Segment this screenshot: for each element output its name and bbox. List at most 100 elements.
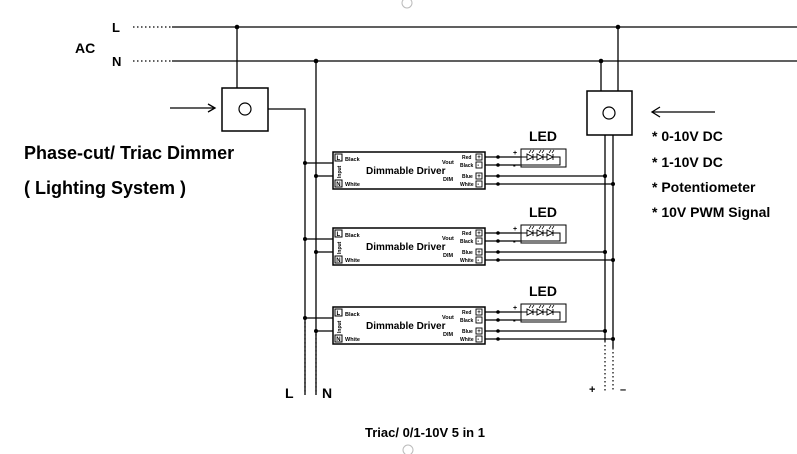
driver-output-terminal bbox=[475, 335, 483, 343]
driver-l-terminal bbox=[334, 153, 343, 162]
junction-dot bbox=[496, 163, 500, 167]
driver-output-terminal bbox=[475, 327, 483, 335]
driver-name: Dimmable Driver bbox=[366, 242, 446, 253]
driver-n-wire-label: White bbox=[345, 258, 360, 264]
dimmer-knob-icon bbox=[238, 102, 252, 116]
dimmable-driver-box bbox=[332, 227, 486, 266]
bottom-minus-label: – bbox=[620, 384, 626, 396]
driver-output-terminal-sign: + bbox=[477, 174, 481, 180]
led-light-ray bbox=[531, 304, 535, 309]
led-diode-icon bbox=[526, 153, 535, 161]
driver-n-terminal-label: N bbox=[336, 182, 340, 188]
driver-output-terminal-sign: + bbox=[477, 250, 481, 256]
led-light-ray bbox=[551, 149, 555, 154]
led-light-ray bbox=[548, 149, 552, 154]
junction-dot bbox=[496, 182, 500, 186]
led-diode-icon bbox=[526, 308, 535, 316]
driver-n-terminal bbox=[334, 179, 343, 188]
junction-dot bbox=[496, 337, 500, 341]
junction-dot bbox=[611, 182, 615, 186]
led-module-box bbox=[520, 303, 567, 323]
driver-dim-label: DIM bbox=[443, 332, 454, 338]
control-option: * 1-10V DC bbox=[652, 154, 723, 170]
junction-dot bbox=[611, 258, 615, 262]
driver-output-wire-label: Red bbox=[462, 310, 471, 316]
driver-output-wire-label: White bbox=[460, 258, 474, 264]
led-light-ray bbox=[551, 304, 555, 309]
driver-n-wire-label: White bbox=[345, 337, 360, 343]
driver-output-terminal-sign: - bbox=[477, 182, 479, 188]
junction-dot bbox=[303, 237, 307, 241]
driver-output-terminal bbox=[475, 256, 483, 264]
control-option: * 10V PWM Signal bbox=[652, 204, 770, 220]
led-light-ray bbox=[548, 304, 552, 309]
driver-output-wire-label: Black bbox=[460, 239, 474, 245]
driver-output-terminal-sign: - bbox=[477, 337, 479, 343]
driver-output-terminal-sign: + bbox=[477, 231, 481, 237]
driver-output-wire-label: Red bbox=[462, 231, 471, 237]
junction-dot bbox=[496, 318, 500, 322]
page-marker-bottom bbox=[402, 444, 414, 454]
driver-output-terminal-sign: - bbox=[477, 163, 479, 169]
junction-dot bbox=[603, 174, 607, 178]
driver-l-terminal-label: L bbox=[337, 232, 341, 238]
driver-l-terminal bbox=[334, 308, 343, 317]
junction-dot bbox=[496, 310, 500, 314]
led-minus-sign: - bbox=[513, 161, 516, 170]
led-diode-icon bbox=[526, 229, 535, 237]
driver-output-wire-label: Black bbox=[460, 318, 474, 324]
junction-dot bbox=[496, 250, 500, 254]
driver-l-wire-label: Black bbox=[345, 312, 361, 318]
led-minus-sign: - bbox=[513, 316, 516, 325]
driver-vout-label: Vout bbox=[442, 315, 454, 321]
led-plus-sign: + bbox=[513, 150, 517, 157]
junction-dot bbox=[496, 329, 500, 333]
led-minus-sign: - bbox=[513, 237, 516, 246]
driver-output-terminal-sign: + bbox=[477, 155, 481, 161]
junction-dot bbox=[603, 329, 607, 333]
driver-output-wire-label: White bbox=[460, 337, 474, 343]
driver-n-terminal-label: N bbox=[336, 258, 340, 264]
led-light-ray bbox=[541, 225, 545, 230]
driver-output-wire-label: Blue bbox=[462, 174, 473, 180]
led-string-wire bbox=[520, 232, 561, 242]
triac-dimmer-subtitle: ( Lighting System ) bbox=[24, 178, 186, 198]
junction-dot bbox=[598, 58, 604, 64]
junction-dot bbox=[314, 174, 318, 178]
driver-n-terminal-label: N bbox=[336, 337, 340, 343]
ac-label: AC bbox=[75, 40, 95, 56]
driver-output-terminal-sign: + bbox=[477, 310, 481, 316]
led-diode-icon bbox=[546, 308, 555, 316]
junction-dot bbox=[496, 258, 500, 262]
driver-output-wire-label: Red bbox=[462, 155, 471, 161]
driver-output-terminal-sign: - bbox=[477, 239, 479, 245]
driver-l-terminal-label: L bbox=[337, 311, 341, 317]
driver-output-terminal-sign: - bbox=[477, 318, 479, 324]
led-diode-icon bbox=[536, 308, 545, 316]
diagram-caption: Triac/ 0/1-10V 5 in 1 bbox=[365, 425, 485, 440]
led-light-ray bbox=[528, 304, 532, 309]
arrow-right-icon bbox=[207, 103, 217, 113]
junction-dot bbox=[303, 316, 307, 320]
driver-vout-label: Vout bbox=[442, 160, 454, 166]
driver-output-wire-label: White bbox=[460, 182, 474, 188]
control-dimmer-box bbox=[586, 90, 633, 136]
driver-l-wire-label: Black bbox=[345, 157, 361, 163]
driver-input-label: Input bbox=[337, 320, 343, 333]
led-light-ray bbox=[548, 225, 552, 230]
driver-output-wire-label: Black bbox=[460, 163, 474, 169]
page-marker-top bbox=[401, 0, 413, 9]
led-plus-sign: + bbox=[513, 305, 517, 312]
driver-output-terminal bbox=[475, 229, 483, 237]
ac-line-label: L bbox=[112, 20, 120, 35]
junction-dot bbox=[313, 58, 319, 64]
led-light-ray bbox=[538, 225, 542, 230]
dimmable-driver-box bbox=[332, 306, 486, 345]
bottom-line-label: L bbox=[285, 385, 294, 401]
junction-dot bbox=[615, 24, 621, 30]
led-module-box bbox=[520, 148, 567, 168]
driver-output-terminal bbox=[475, 180, 483, 188]
driver-output-terminal bbox=[475, 161, 483, 169]
